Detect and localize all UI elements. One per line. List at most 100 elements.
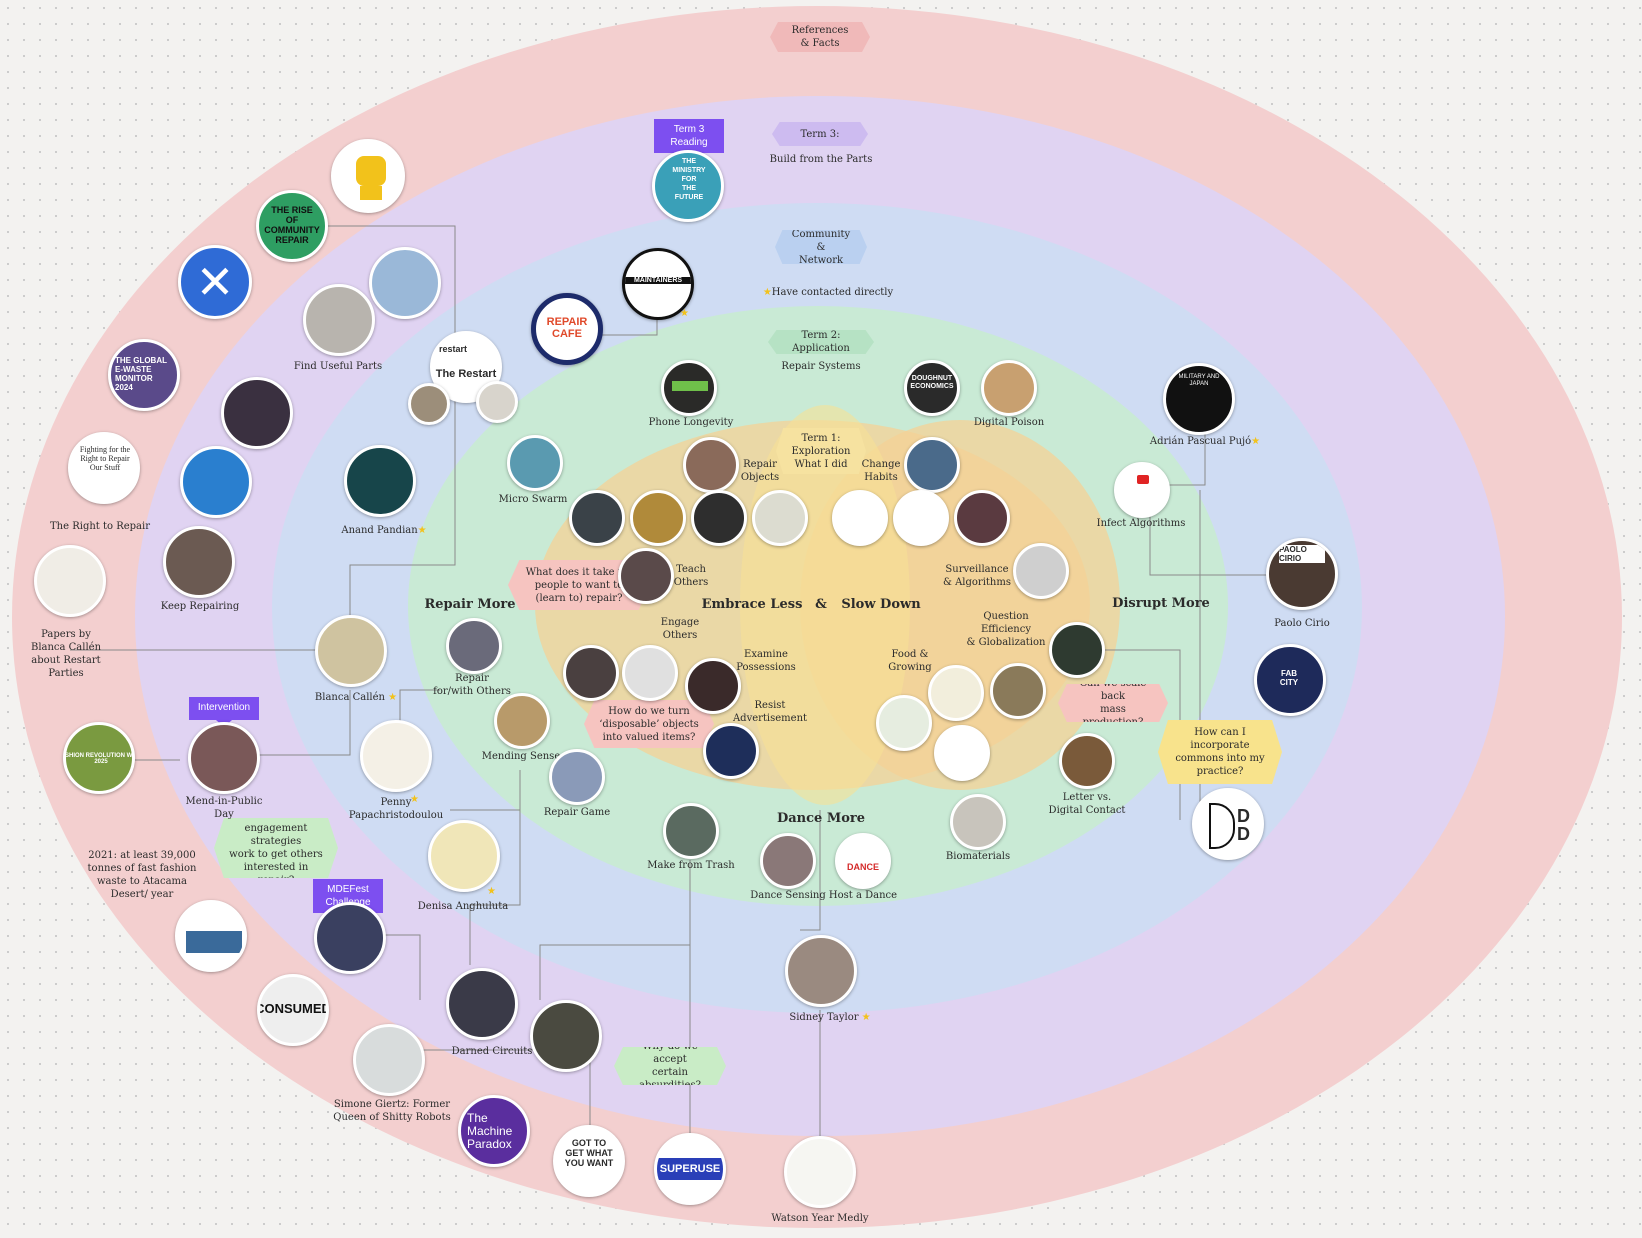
label-letter: Letter vs. Digital Contact xyxy=(1048,792,1126,816)
label-penny: Penny Papachristodoulou xyxy=(348,797,444,821)
label-dance-sensing: Dance Sensing xyxy=(750,890,826,901)
heading-repair-more: Repair More xyxy=(424,597,516,612)
knit-image[interactable] xyxy=(221,377,293,449)
parts-bag-image[interactable] xyxy=(369,247,441,319)
mending-sense-image[interactable] xyxy=(494,693,550,749)
micro-swarm-image[interactable] xyxy=(507,435,563,491)
resist-ad-image[interactable] xyxy=(703,723,759,779)
paolo-cirio-text: PAOLO CIRIO xyxy=(1279,545,1325,563)
engage-image-1[interactable] xyxy=(563,645,619,701)
ministry-future-book[interactable]: THE MINISTRY FOR THE FUTURE xyxy=(652,150,724,222)
fighting-text: Fighting for the Right to Repair Our Stu… xyxy=(79,445,131,472)
repair-cafe-text: REPAIR CAFE xyxy=(546,316,588,340)
dance-sensing-image[interactable] xyxy=(760,833,816,889)
label-micro: Micro Swarm xyxy=(498,494,568,505)
close-x-icon[interactable]: ✕ xyxy=(178,245,252,319)
simone-image[interactable] xyxy=(353,1024,425,1096)
doughnut-book[interactable]: DOUGHNUT ECONOMICS xyxy=(904,360,960,416)
keep-repairing-image[interactable] xyxy=(163,526,235,598)
got-to-get-article[interactable]: GOT TO GET WHAT YOU WANT xyxy=(553,1125,625,1197)
survey-image-2[interactable] xyxy=(893,490,949,546)
fighting-repair-article[interactable]: Fighting for the Right to Repair Our Stu… xyxy=(68,432,140,504)
star-icon: ★ xyxy=(487,886,496,897)
consumed-book[interactable]: CONSUMED xyxy=(257,974,329,1046)
label-examine: Examine Possessions xyxy=(736,649,796,673)
craft-image-4[interactable] xyxy=(752,490,808,546)
repair-game-image[interactable] xyxy=(549,749,605,805)
craft-image-3[interactable] xyxy=(691,490,747,546)
blue-tools-image[interactable] xyxy=(180,446,252,518)
survey-image-1[interactable] xyxy=(832,490,888,546)
community-repair-book-image[interactable]: THE RISE OF COMMUNITY REPAIR xyxy=(256,190,328,262)
host-dance-image[interactable]: DANCE xyxy=(835,833,891,889)
paolo-cirio-image[interactable]: PAOLO CIRIO xyxy=(1266,538,1338,610)
anand-image[interactable] xyxy=(344,445,416,517)
food-image-4[interactable] xyxy=(934,725,990,781)
food-image-2[interactable] xyxy=(990,663,1046,719)
repair-objects-image[interactable] xyxy=(683,437,739,493)
biomaterials-image[interactable] xyxy=(950,794,1006,850)
community-label: Community & Network xyxy=(775,230,867,264)
ewaste-monitor-image[interactable]: THE GLOBAL E-WASTE MONITOR 2024 xyxy=(108,339,180,411)
repair-cafe-logo[interactable]: REPAIR CAFE xyxy=(531,293,603,365)
teach-others-image[interactable] xyxy=(618,548,674,604)
maintainers-text: MAINTAINERS xyxy=(625,277,691,284)
examine-image[interactable] xyxy=(685,658,741,714)
machine-paradox-book[interactable]: The Machine Paradox xyxy=(458,1095,530,1167)
label-paolo: Paolo Cirio xyxy=(1274,618,1330,629)
question-scale: Can we scale back mass production? xyxy=(1058,684,1168,722)
food-image-1[interactable] xyxy=(928,665,984,721)
fast-fashion-article[interactable] xyxy=(175,900,247,972)
heading-slow-down: Slow Down xyxy=(841,597,921,612)
denisa-image[interactable] xyxy=(428,820,500,892)
change-habits-image[interactable] xyxy=(904,437,960,493)
label-host-dance: Host a Dance xyxy=(828,890,898,901)
papers-image[interactable] xyxy=(34,545,106,617)
restart-photo-2[interactable] xyxy=(476,381,518,423)
restart-photo-1[interactable] xyxy=(408,383,450,425)
contacted-note: ★Have contacted directly xyxy=(762,287,894,298)
penny-book-image[interactable] xyxy=(360,720,432,792)
digital-poison-image[interactable] xyxy=(981,360,1037,416)
star-icon: ★ xyxy=(762,287,772,298)
blanca-image[interactable] xyxy=(315,615,387,687)
robot-image[interactable] xyxy=(331,139,405,213)
label-digital-poison: Digital Poison xyxy=(973,417,1045,428)
label-mend-public: Mend-in-Public Day xyxy=(185,796,263,820)
darned-circuits-image[interactable] xyxy=(446,968,518,1040)
surveillance-image[interactable] xyxy=(1013,543,1069,599)
superuse-text: SUPERUSE xyxy=(657,1158,723,1180)
useful-parts-image[interactable] xyxy=(303,284,375,356)
question-eff-image[interactable] xyxy=(1049,622,1105,678)
mend-public-image[interactable] xyxy=(188,722,260,794)
superuse-logo[interactable]: SUPERUSE xyxy=(654,1133,726,1205)
question-creative: What creative engagement strategies work… xyxy=(214,818,338,878)
darned-board-image[interactable] xyxy=(530,1000,602,1072)
letter-image[interactable] xyxy=(1059,733,1115,789)
infect-algorithms-image[interactable] xyxy=(1114,462,1170,518)
engage-image-2[interactable] xyxy=(622,645,678,701)
star-icon: ★ xyxy=(388,692,398,703)
watson-image[interactable] xyxy=(784,1136,856,1208)
device-image[interactable] xyxy=(954,490,1010,546)
fab-city-text: FAB CITY xyxy=(1279,669,1299,687)
label-repair-others: Repair for/with Others xyxy=(433,673,511,697)
maintainers-logo[interactable]: MAINTAINERS xyxy=(622,248,694,320)
heading-dance-more: Dance More xyxy=(776,811,866,826)
mdefest-image[interactable] xyxy=(314,902,386,974)
star-icon: ★ xyxy=(861,1012,871,1023)
food-image-3[interactable] xyxy=(876,695,932,751)
adrian-image[interactable]: MILITARY AND JAPAN xyxy=(1163,363,1235,435)
fab-city-image[interactable]: FAB CITY xyxy=(1254,644,1326,716)
label-surveillance: Surveillance & Algorithms xyxy=(943,564,1011,588)
sidney-image[interactable] xyxy=(785,935,857,1007)
make-trash-image[interactable] xyxy=(663,803,719,859)
phone-longevity-image[interactable] xyxy=(661,360,717,416)
star-icon: ★ xyxy=(417,525,427,536)
craft-image-1[interactable] xyxy=(569,490,625,546)
question-commons: How can I incorporate commons into my pr… xyxy=(1158,720,1282,784)
craft-image-2[interactable] xyxy=(630,490,686,546)
repair-others-image[interactable] xyxy=(446,618,502,674)
fashion-revolution-image[interactable]: FASHION REVOLUTION WEEK 2025 xyxy=(63,722,135,794)
